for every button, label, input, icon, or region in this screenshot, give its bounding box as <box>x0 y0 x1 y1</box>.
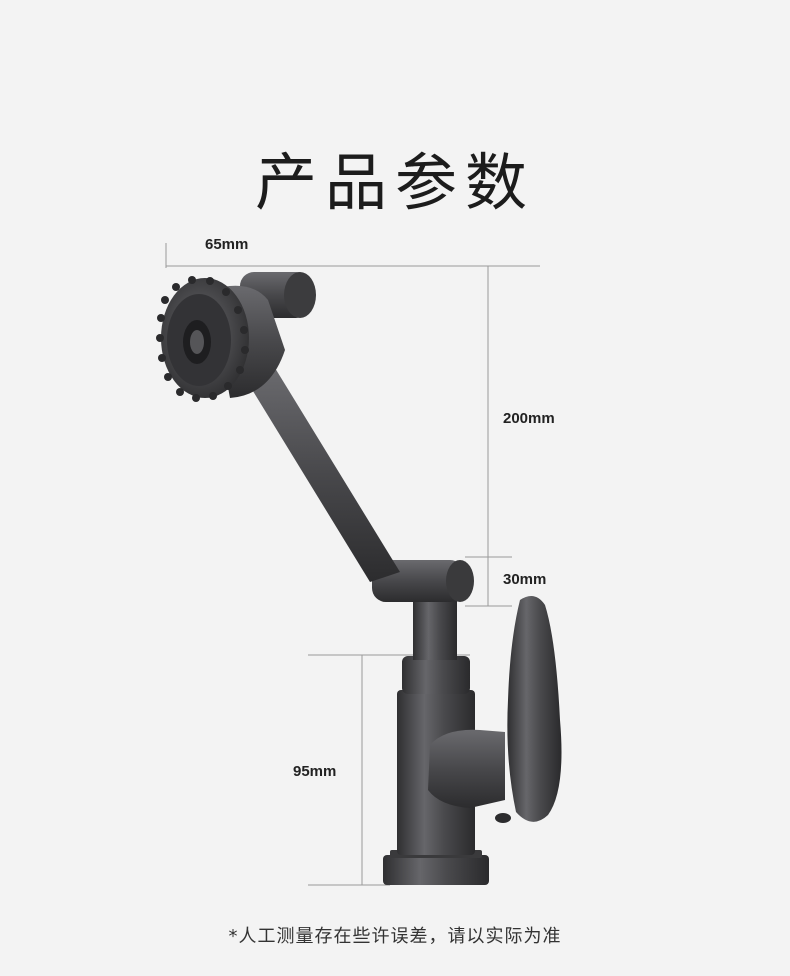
dimension-label-base-height: 95mm <box>293 763 337 780</box>
measurement-disclaimer: *人工测量存在些许误差，请以实际为准 <box>228 926 562 947</box>
page-title: 产品参数 <box>254 146 535 219</box>
dimension-label-joint-height: 30mm <box>503 571 547 588</box>
dimension-label-width: 65mm <box>205 236 249 253</box>
spray-head-grip-ridges <box>156 276 249 402</box>
faucet-body <box>397 585 475 855</box>
dimension-label-arm-height: 200mm <box>503 410 555 427</box>
spray-head <box>161 272 316 398</box>
diagonal-arm <box>245 368 400 582</box>
faucet-base <box>383 850 489 885</box>
lever-handle <box>428 596 562 823</box>
